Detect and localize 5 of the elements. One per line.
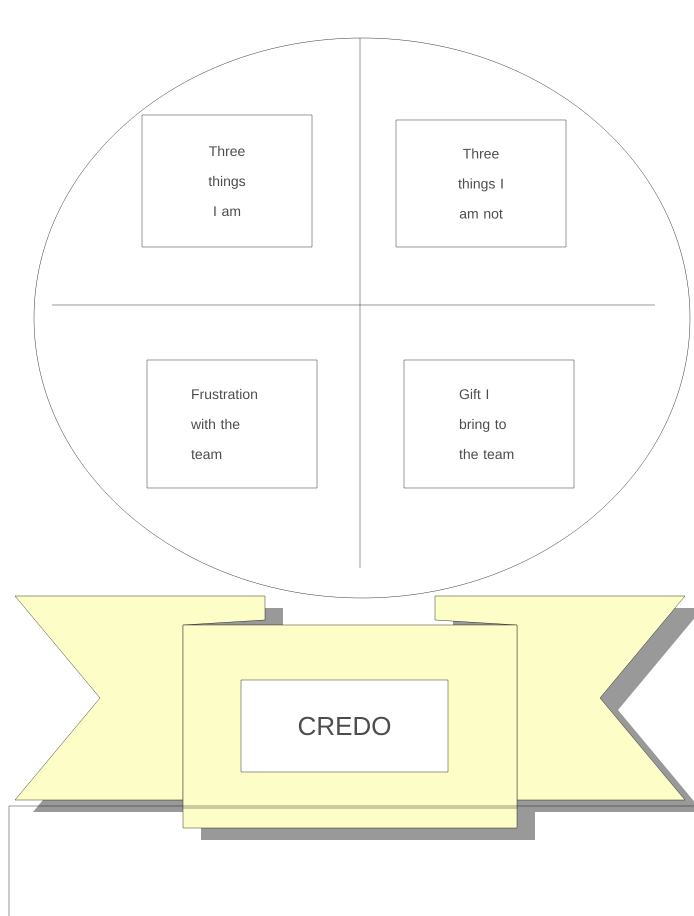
text-box: Frustration with the team [146, 360, 318, 488]
text-box: Three things I am not [396, 120, 566, 248]
text-box: CREDO [240, 680, 448, 772]
text-box: Gift I bring to the team [404, 360, 574, 488]
text-box: Three things I am [142, 114, 312, 248]
